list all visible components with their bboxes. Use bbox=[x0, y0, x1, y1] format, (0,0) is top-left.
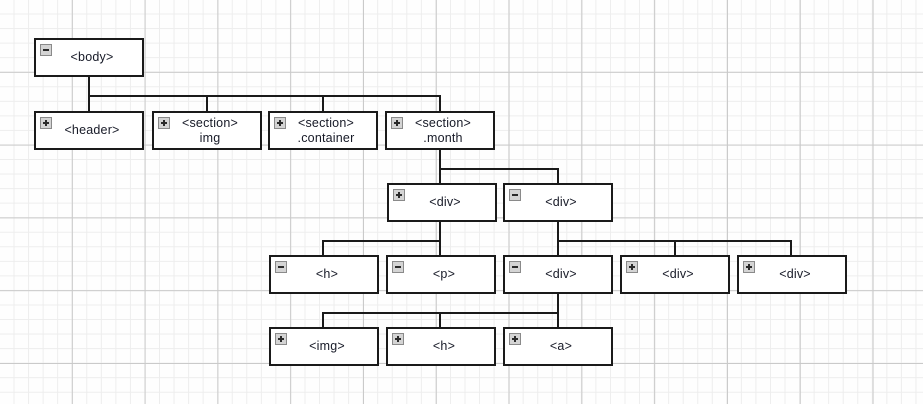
expand-toggle-h-l4[interactable] bbox=[392, 333, 404, 345]
collapse-toggle-div-l3-a[interactable] bbox=[509, 261, 521, 273]
link-bus-to-div-l2-right bbox=[557, 168, 559, 184]
expand-toggle-section-container[interactable] bbox=[274, 117, 286, 129]
node-label: <div> bbox=[429, 195, 461, 209]
link-bus-to-p-l3 bbox=[439, 240, 441, 256]
link-body-stem bbox=[88, 77, 90, 95]
node-label: <h> bbox=[315, 267, 339, 281]
node-label: <p> bbox=[432, 267, 456, 281]
node-h-l3[interactable]: <h> bbox=[269, 255, 379, 294]
node-div-l2-right[interactable]: <div> bbox=[503, 183, 613, 222]
link-bus-to-container bbox=[322, 95, 324, 111]
collapse-toggle-body[interactable] bbox=[40, 44, 52, 56]
expand-toggle-a-l4[interactable] bbox=[509, 333, 521, 345]
link-bus-to-section-img bbox=[206, 95, 208, 111]
link-div-l2-left-stem bbox=[439, 222, 441, 240]
node-a-l4[interactable]: <a> bbox=[503, 327, 613, 366]
link-div-l2-right-stem bbox=[557, 222, 559, 240]
node-div-l3-c[interactable]: <div> bbox=[737, 255, 847, 294]
collapse-toggle-h-l3[interactable] bbox=[275, 261, 287, 273]
node-label: <section> .month bbox=[414, 115, 471, 145]
node-h-l4[interactable]: <h> bbox=[386, 327, 496, 366]
node-label: <h> bbox=[432, 339, 456, 353]
node-section-container[interactable]: <section> .container bbox=[268, 111, 378, 150]
expand-toggle-img-l4[interactable] bbox=[275, 333, 287, 345]
expand-toggle-section-img[interactable] bbox=[158, 117, 170, 129]
node-div-l2-left[interactable]: <div> bbox=[387, 183, 497, 222]
node-body[interactable]: <body> bbox=[34, 38, 144, 77]
link-body-bus bbox=[88, 95, 441, 97]
node-label: <section> .container bbox=[297, 115, 355, 145]
node-label: <div> bbox=[779, 267, 811, 281]
collapse-toggle-div-l2-right[interactable] bbox=[509, 189, 521, 201]
node-p-l3[interactable]: <p> bbox=[386, 255, 496, 294]
link-bus-to-div-l3-a bbox=[557, 240, 559, 256]
link-bus-to-h-l4 bbox=[439, 312, 441, 328]
link-bus-to-a-l4 bbox=[557, 312, 559, 328]
link-month-stem bbox=[439, 150, 441, 168]
link-div-l2-left-bus bbox=[322, 240, 441, 242]
link-bus-to-month bbox=[439, 95, 441, 111]
link-month-bus bbox=[439, 168, 559, 170]
node-section-month[interactable]: <section> .month bbox=[385, 111, 495, 150]
expand-toggle-div-l3-c[interactable] bbox=[743, 261, 755, 273]
node-label: <div> bbox=[545, 195, 577, 209]
link-bus-to-img-l4 bbox=[322, 312, 324, 328]
node-label: <div> bbox=[662, 267, 694, 281]
expand-toggle-section-month[interactable] bbox=[391, 117, 403, 129]
node-label: <a> bbox=[549, 339, 573, 353]
link-bus-to-div-l3-c bbox=[790, 240, 792, 256]
link-bus-to-header bbox=[88, 95, 90, 111]
expand-toggle-div-l2-left[interactable] bbox=[393, 189, 405, 201]
expand-toggle-header[interactable] bbox=[40, 117, 52, 129]
link-bus-to-div-l3-b bbox=[674, 240, 676, 256]
link-div-l3-a-stem bbox=[557, 294, 559, 312]
node-label: <div> bbox=[545, 267, 577, 281]
node-div-l3-a[interactable]: <div> bbox=[503, 255, 613, 294]
link-bus-to-h-l3 bbox=[322, 240, 324, 256]
node-label: <section> img bbox=[181, 115, 238, 145]
link-bus-to-div-l2-left bbox=[439, 168, 441, 184]
collapse-toggle-p-l3[interactable] bbox=[392, 261, 404, 273]
node-section-img[interactable]: <section> img bbox=[152, 111, 262, 150]
node-label: <img> bbox=[309, 339, 345, 353]
node-label: <body> bbox=[70, 50, 114, 64]
node-img-l4[interactable]: <img> bbox=[269, 327, 379, 366]
node-header[interactable]: <header> bbox=[34, 111, 144, 150]
node-label: <header> bbox=[64, 123, 120, 137]
node-div-l3-b[interactable]: <div> bbox=[620, 255, 730, 294]
expand-toggle-div-l3-b[interactable] bbox=[626, 261, 638, 273]
